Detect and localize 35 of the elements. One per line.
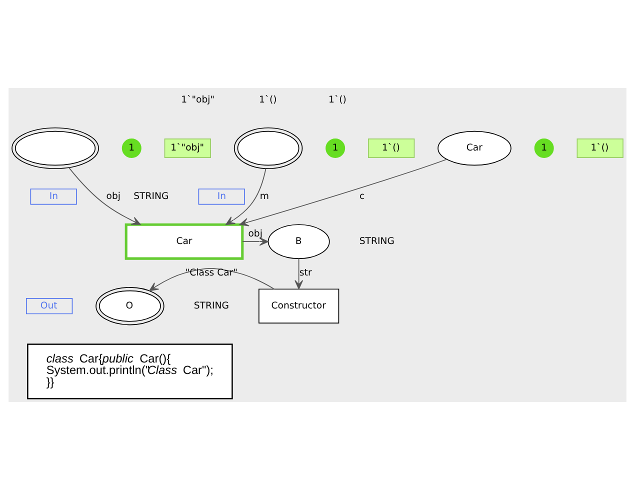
node-ellipse <box>234 127 303 170</box>
arrow <box>68 167 141 225</box>
label: 1`() <box>258 94 277 106</box>
node-ellipse: B <box>268 224 330 259</box>
label: STRING <box>194 300 229 312</box>
label: STRING <box>134 191 169 202</box>
node-box: class Car{public Car(){ System.out.println("Class Car"); }} <box>27 344 233 400</box>
node-box: Out <box>26 298 73 314</box>
arrow <box>149 268 275 292</box>
node-box: Constructor <box>258 288 340 324</box>
edge-label: "Class Car" <box>185 267 238 278</box>
edge-label: m <box>260 191 270 202</box>
node-box: 1`() <box>576 138 624 158</box>
node-box: In <box>198 188 245 205</box>
edge-label: obj <box>248 228 262 240</box>
edge-label: obj <box>106 191 121 202</box>
node-box: In <box>30 188 77 205</box>
label: STRING <box>359 236 394 247</box>
node-circle: 1 <box>122 138 142 158</box>
edge-label: str <box>299 267 312 278</box>
node-circle: 1 <box>534 138 554 158</box>
label: 1`() <box>328 94 346 106</box>
node-ellipse: O <box>96 287 164 326</box>
edge-label: c <box>359 191 365 202</box>
node-box: Car <box>124 223 244 260</box>
arrow <box>239 158 448 226</box>
arrow <box>242 237 269 246</box>
label: 1`"obj" <box>181 94 215 106</box>
node-box: 1`"obj" <box>164 138 211 158</box>
node-circle: 1 <box>326 138 346 158</box>
node-ellipse: Car <box>438 130 512 166</box>
arrow <box>294 258 304 290</box>
arrow <box>226 168 266 225</box>
node-ellipse <box>12 127 99 170</box>
node-box: 1`() <box>368 138 415 158</box>
